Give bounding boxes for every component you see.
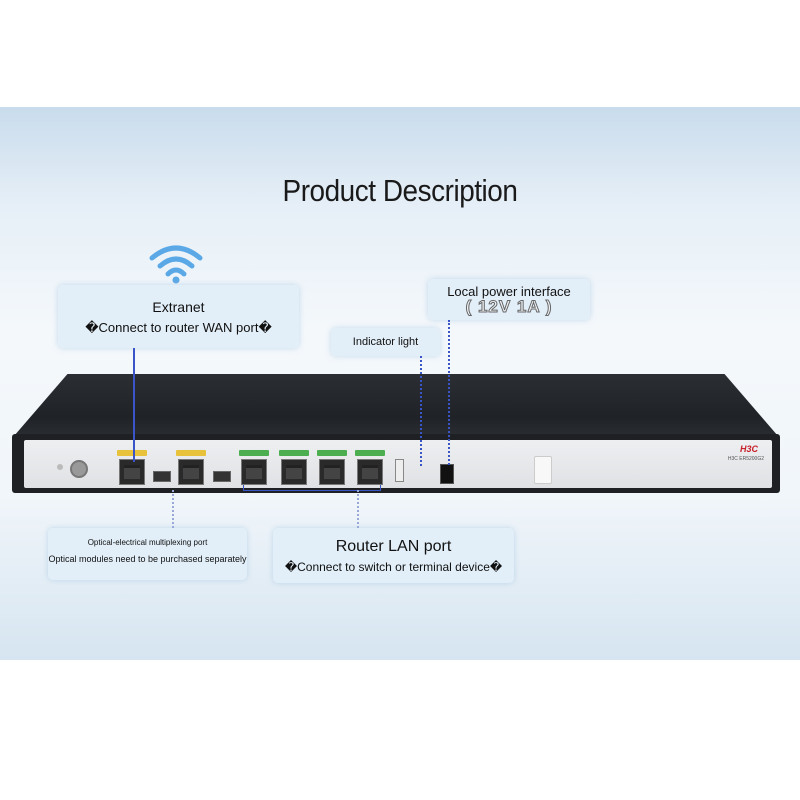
device-top-cover (14, 374, 778, 436)
wan-port (119, 459, 145, 485)
lan-title: Router LAN port (335, 538, 452, 555)
page-title: Product Description (282, 173, 518, 208)
power-rating: ( 12V 1A ) (465, 297, 553, 317)
power-callout: Local power interface ( 12V 1A ) (428, 279, 590, 320)
product-banner: Product Description Extranet �Connect to… (0, 107, 800, 660)
lan-port-3 (319, 459, 345, 485)
lan-leader-line (357, 490, 359, 528)
lan-port-3-label (317, 450, 347, 456)
cable-tab (534, 456, 552, 484)
lan-port-2-label (279, 450, 309, 456)
sfp-port-1 (153, 471, 171, 482)
lan-port-1 (241, 459, 267, 485)
optical-leader-line (172, 490, 174, 528)
wifi-icon (149, 245, 203, 284)
power-jack-icon (440, 464, 454, 484)
lan-port-2 (281, 459, 307, 485)
combo-port (178, 459, 204, 485)
optical-callout: Optical-electrical multiplexing port Opt… (48, 528, 247, 580)
optical-subtitle: Optical modules need to be purchased sep… (48, 554, 247, 564)
status-led (57, 464, 63, 470)
extranet-subtitle: �Connect to router WAN port� (85, 320, 272, 335)
power-title: Local power interface (447, 284, 571, 299)
usb-port-icon (395, 459, 404, 482)
extranet-title: Extranet (152, 299, 205, 315)
reset-button (70, 460, 88, 478)
lan-port-4 (357, 459, 383, 485)
brand-logo: H3C (739, 444, 758, 454)
extranet-leader-line (133, 348, 135, 462)
indicator-callout: Indicator light (331, 328, 440, 356)
lan-port-4-label (355, 450, 385, 456)
indicator-leader-line (420, 356, 422, 466)
sfp-port-2 (213, 471, 231, 482)
indicator-title: Indicator light (352, 336, 419, 348)
lan-bracket (243, 485, 381, 491)
lan-subtitle: �Connect to switch or terminal device� (284, 560, 503, 574)
power-leader-line (448, 320, 450, 465)
model-label: H3C ER5200G2 (727, 456, 764, 462)
optical-title: Optical-electrical multiplexing port (87, 538, 208, 547)
extranet-callout: Extranet �Connect to router WAN port� (58, 285, 299, 348)
combo-port-label (176, 450, 206, 456)
lan-callout: Router LAN port �Connect to switch or te… (273, 528, 514, 583)
wan-port-label (117, 450, 147, 456)
lan-port-1-label (239, 450, 269, 456)
